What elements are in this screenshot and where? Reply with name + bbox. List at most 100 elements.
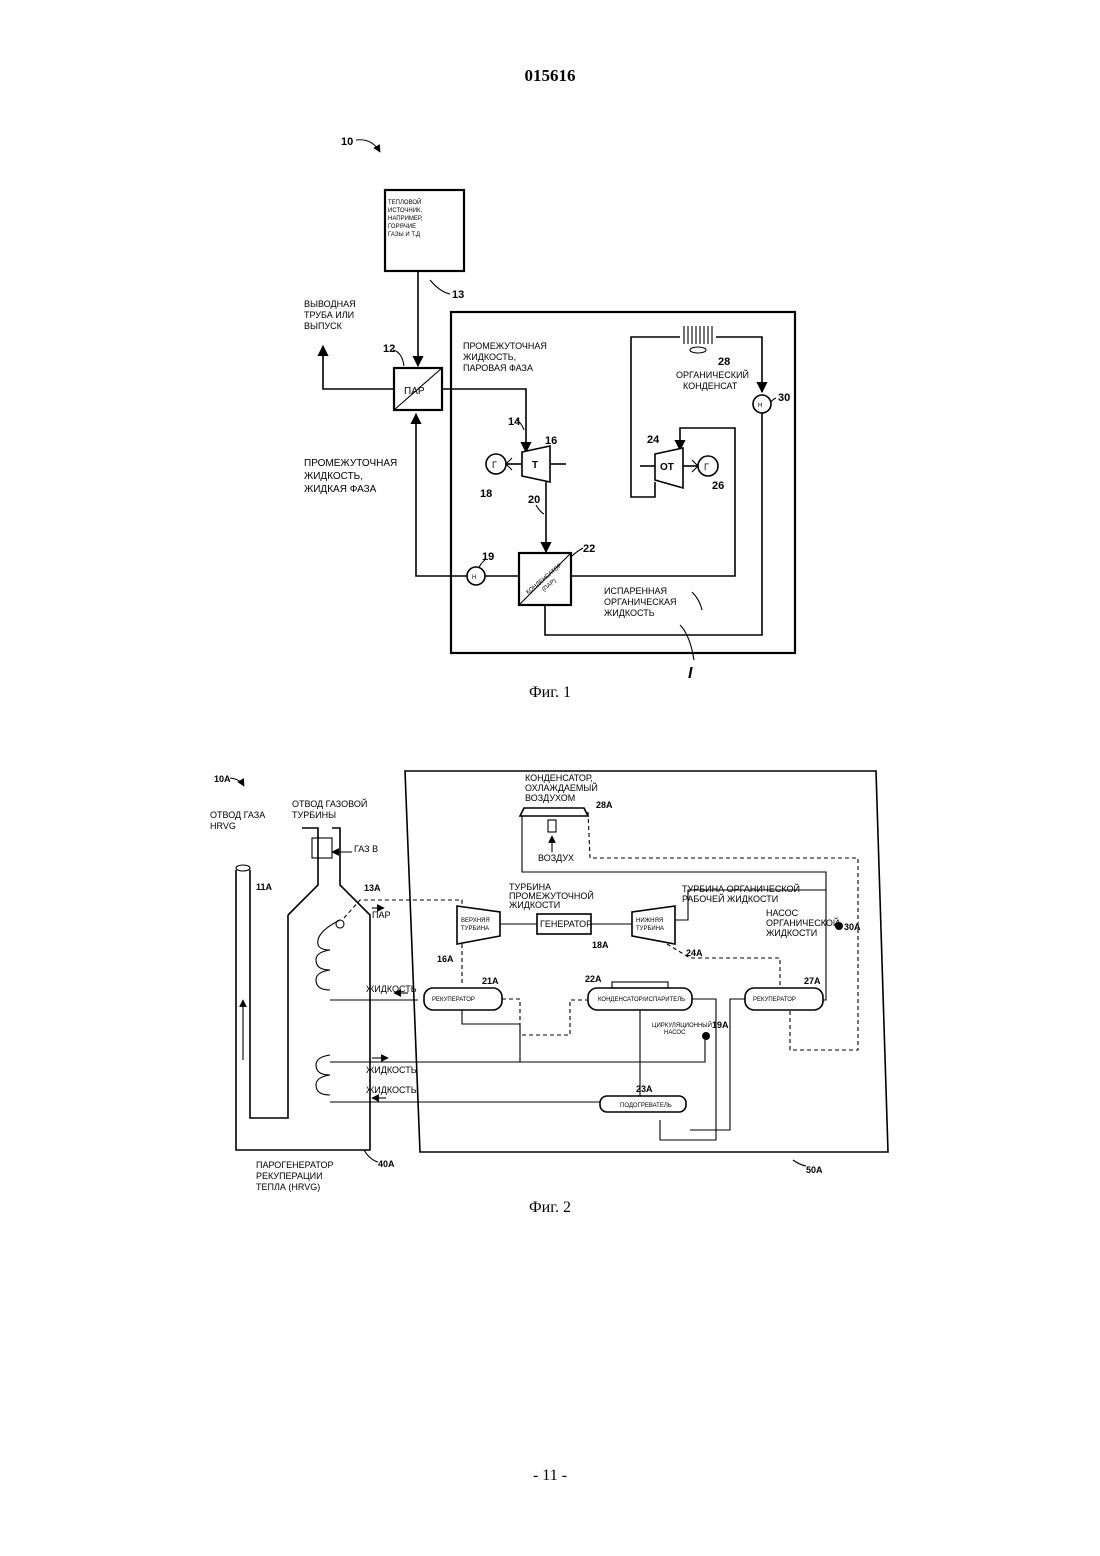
condensate-line-2: КОНДЕНСАТ xyxy=(683,381,738,391)
liquid-phase-line-2: ЖИДКОСТЬ, xyxy=(304,471,363,482)
ref-27A: 27A xyxy=(804,976,821,986)
pump-30-label: Н xyxy=(758,403,762,409)
heat-source-line-2: ИСТОЧНИК, xyxy=(388,208,423,214)
gas-turbine-line-2: ТУРБИНЫ xyxy=(292,810,336,820)
upper-turbine xyxy=(457,906,500,944)
condenser-air-line-3: ВОЗДУХОМ xyxy=(525,793,575,803)
evaporated-leader xyxy=(692,592,702,610)
ref-50A: 50A xyxy=(806,1165,823,1175)
air-condenser-28A xyxy=(520,808,588,816)
heat-source-line-4: ГОРЯЧИЕ xyxy=(388,224,416,230)
ref-16: 16 xyxy=(545,435,557,447)
ref-12: 12 xyxy=(383,343,395,355)
ref-21A: 21A xyxy=(482,976,499,986)
ref-22: 22 xyxy=(583,543,595,555)
circulation-pump-line-1: ЦИРКУЛЯЦИОННЫЙ xyxy=(652,1021,712,1029)
system-boundary-50A xyxy=(405,771,888,1152)
evaporated-organic-line xyxy=(571,428,735,576)
ref-23A: 23A xyxy=(636,1084,653,1094)
air-label: ВОЗДУХ xyxy=(538,853,574,863)
gt-duct-left xyxy=(288,828,318,915)
hrvg-exhaust-line-1: ОТВОД ГАЗА xyxy=(210,810,265,820)
hrvg-exhaust-line-2: HRVG xyxy=(210,821,236,831)
ref-10: 10 xyxy=(341,136,353,148)
exhaust-line-1: ВЫВОДНАЯ xyxy=(304,299,356,309)
condensate-line-1: ОРГАНИЧЕСКИЙ xyxy=(676,369,749,380)
ref-13: 13 xyxy=(452,289,464,301)
ref-10A: 10A xyxy=(214,774,231,784)
evaporated-line-1: ИСПАРЕННАЯ xyxy=(604,586,667,596)
figure-1: 10 ТЕПЛОВОЙ ИСТОЧНИК, НАПРИМЕР, ГОРЯЧИЕ … xyxy=(304,136,795,682)
lower-turbine-line-1: НИЖНЯЯ xyxy=(636,918,663,924)
hrvg-line-1: ПАРОГЕНЕРАТОР xyxy=(256,1160,333,1170)
steam-line xyxy=(344,900,462,918)
evaporated-line-2: ОРГАНИЧЕСКАЯ xyxy=(604,597,677,607)
org-turbine-line-2: РАБОЧЕЙ ЖИДКОСТИ xyxy=(682,893,778,904)
ref-40A-leader xyxy=(364,1150,378,1162)
lower-turbine xyxy=(632,906,675,944)
pump-19-label: Н xyxy=(472,575,476,581)
upper-turbine-line-1: ВЕРХНЯЯ xyxy=(461,918,490,924)
ref-24: 24 xyxy=(647,434,660,446)
ref-10A-arrow xyxy=(230,778,244,786)
heat-source-line-1: ТЕПЛОВОЙ xyxy=(388,198,421,206)
ref-28A: 28A xyxy=(596,800,613,810)
vapor-phase-line-2: ЖИДКОСТЬ, xyxy=(463,352,516,362)
liquid-label-2: ЖИДКОСТЬ xyxy=(366,1065,417,1075)
ref-30: 30 xyxy=(778,392,790,404)
exhaust-line-3: ВЫПУСК xyxy=(304,321,343,331)
liquid-phase-line-1: ПРОМЕЖУТОЧНАЯ xyxy=(304,458,397,469)
ref-30-leader xyxy=(771,398,776,402)
figure-2-caption: Фиг. 2 xyxy=(0,1199,1100,1217)
figure-2: 10A ОТВОД ГАЗА HRVG ОТВОД ГАЗОВОЙ ТУРБИН… xyxy=(210,771,888,1192)
ref-26: 26 xyxy=(712,480,724,492)
recuperator-to-condenser xyxy=(502,999,588,1035)
generator-label: Г xyxy=(492,460,497,470)
liquid-phase-line-3: ЖИДКАЯ ФАЗА xyxy=(304,484,377,495)
ref-20: 20 xyxy=(528,494,540,506)
heater-label: ПОДОГРЕВАТЕЛЬ xyxy=(620,1103,672,1109)
ref-40A: 40A xyxy=(378,1159,395,1169)
gas-inlet-stub xyxy=(312,838,332,858)
heat-source-line-3: НАПРИМЕР, xyxy=(388,216,423,222)
recuperator-21A-label: РЕКУПЕРАТОР xyxy=(432,997,475,1003)
steam-drum xyxy=(336,920,344,928)
liquid-label-3: ЖИДКОСТЬ xyxy=(366,1085,417,1095)
circulation-pump-line-2: НАСОС xyxy=(664,1030,686,1036)
fan xyxy=(548,820,556,832)
condenser-evap-to-heater xyxy=(660,999,716,1140)
ref-20-leader xyxy=(536,505,544,514)
condensate-line-30A xyxy=(588,812,858,1050)
organic-pump-line-1: НАСОС xyxy=(766,908,799,918)
heater-coil-bottom xyxy=(316,1055,330,1095)
vapor-phase-line-3: ПАРОВАЯ ФАЗА xyxy=(463,363,533,373)
page-number: - 11 - xyxy=(0,1467,1100,1485)
vapor-phase-line-1: ПРОМЕЖУТОЧНАЯ xyxy=(463,341,547,351)
lower-turbine-exhaust xyxy=(667,944,780,990)
circulation-pump-line xyxy=(540,1040,705,1062)
recuperator-21A-outlet xyxy=(462,1010,520,1062)
heat-source-line-5: ГАЗЫ И Т.Д xyxy=(388,232,420,238)
condenser-evaporator-label: КОНДЕНСАТОР/ИСПАРИТЕЛЬ xyxy=(598,997,685,1003)
exhaust-line-2: ТРУБА ИЛИ xyxy=(304,310,354,320)
liquid-return-line xyxy=(416,414,519,576)
ref-22A: 22A xyxy=(585,974,602,984)
ref-11A: 11A xyxy=(256,882,273,892)
turbine-OT-label: ОТ xyxy=(660,462,674,473)
ref-30A: 30A xyxy=(844,922,861,932)
recuperator-27A-label: РЕКУПЕРАТОР xyxy=(753,997,796,1003)
ref-19A: 19A xyxy=(712,1020,729,1030)
figure-1-caption: Фиг. 1 xyxy=(0,684,1100,702)
ref-I-leader xyxy=(680,625,694,660)
org-turbine-line-1: ТУРБИНА ОРГАНИЧЕСКОЙ xyxy=(682,883,800,894)
generator-26-label: Г xyxy=(704,462,709,472)
hrvg-chimney-top xyxy=(236,865,250,871)
hrvg-line-3: ТЕПЛА (HRVG) xyxy=(256,1182,320,1192)
turbine-T-label: T xyxy=(532,460,538,471)
gas-in-label: ГАЗ В xyxy=(354,844,378,854)
gas-turbine-line-1: ОТВОД ГАЗОВОЙ xyxy=(292,798,367,809)
ref-18A: 18A xyxy=(592,940,609,950)
condenser-evaporator-dome xyxy=(612,982,668,988)
ref-16A: 16A xyxy=(437,954,454,964)
